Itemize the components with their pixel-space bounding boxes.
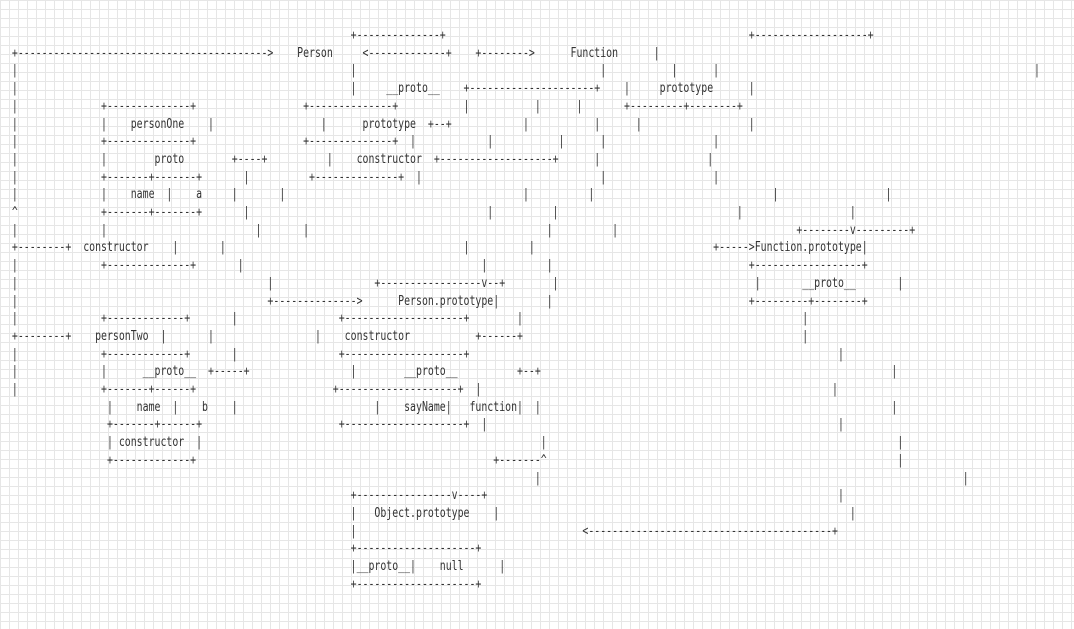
diagram-line: | | bbox=[0, 470, 969, 486]
diagram-line: | constructor | | | bbox=[0, 435, 904, 451]
diagram-line: | | +-----------------v--+ | | __proto__… bbox=[0, 275, 904, 291]
diagram-line: | | __proto__ +-----+ | __proto__ +--+ | bbox=[0, 364, 898, 380]
diagram-line: +--------+ personTwo | | | constructor +… bbox=[0, 328, 809, 344]
diagram-line: | Object.prototype | | bbox=[0, 505, 856, 521]
diagram-line: | <-------------------------------------… bbox=[0, 523, 838, 539]
diagram-line: | | | | | | bbox=[0, 63, 1040, 79]
diagram-line: |__proto__| null | bbox=[0, 559, 506, 574]
diagram-line: +--------+ constructor | | | | +----->Fu… bbox=[0, 240, 868, 256]
diagram-line: +----------------v----+ | bbox=[0, 488, 844, 504]
diagram-line: | | __proto__ +---------------------+ | … bbox=[0, 81, 755, 97]
diagram-line: +--------------------+ bbox=[0, 576, 482, 592]
diagram-line: ^ +-------+-------+ | | | | | bbox=[0, 205, 856, 220]
diagram-line: +-------+------+ +--------------------+ … bbox=[0, 417, 844, 433]
diagram-line: +--------------------+ bbox=[0, 541, 482, 557]
diagram-line: | +-------------+ | +-------------------… bbox=[0, 346, 844, 362]
diagram-line: +-------------+ +-------^ | bbox=[0, 452, 904, 468]
diagram-line: | | proto +----+ | constructor +--------… bbox=[0, 151, 714, 167]
diagram-line: | | | | | | +--------v---------+ bbox=[0, 222, 916, 238]
diagram-line: | +-------+-------+ | +--------------+ |… bbox=[0, 169, 720, 185]
diagram-line: | +--------------+ +--------------+ | | … bbox=[0, 98, 743, 114]
diagram-line: +---------------------------------------… bbox=[0, 45, 660, 61]
diagram-line: | +--------------> Person.prototype| | +… bbox=[0, 293, 868, 309]
diagram-line: +--------------+ +-------------------+ bbox=[0, 28, 874, 43]
diagram-line: | +-------------+ | +-------------------… bbox=[0, 311, 809, 327]
diagram-line: | +--------------+ | | | +--------------… bbox=[0, 258, 868, 274]
diagram-line: | +-------+------+ +--------------------… bbox=[0, 382, 838, 397]
diagram-line: | | name | a | | | | | | bbox=[0, 187, 892, 203]
diagram-line: | name | b | | sayName| function| | | bbox=[0, 399, 898, 415]
diagram-line: | +--------------+ +--------------+ | | … bbox=[0, 134, 720, 150]
diagram-line: | | personOne | | prototype +--+ | | | | bbox=[0, 116, 755, 132]
